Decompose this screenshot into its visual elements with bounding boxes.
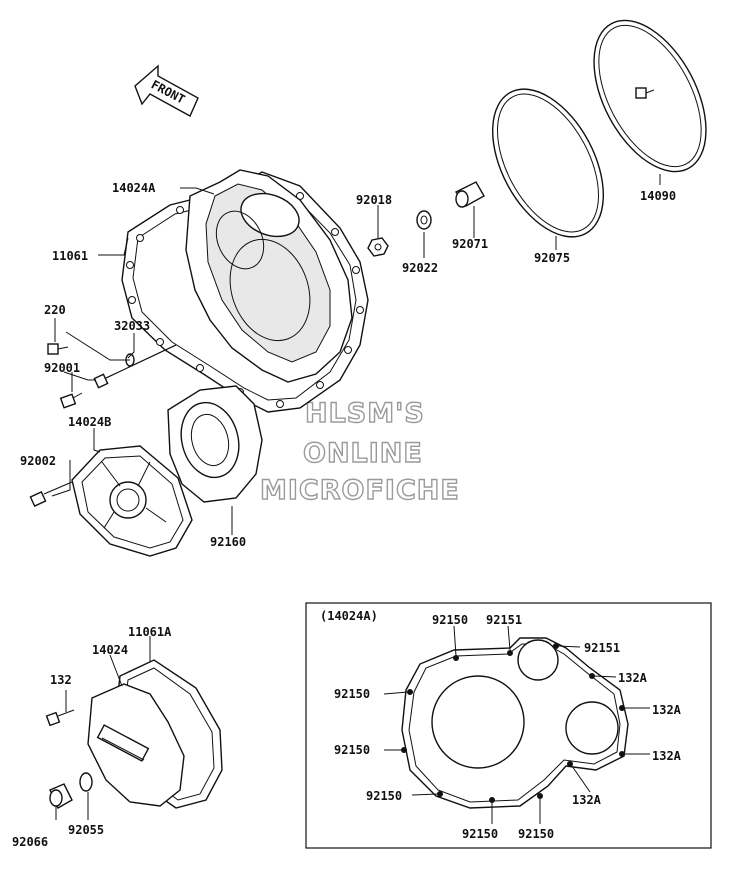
label-14024b: 14024B (68, 415, 111, 429)
cover-14024b (71, 445, 193, 557)
label-92002: 92002 (20, 454, 56, 468)
label-132: 132 (50, 673, 72, 687)
washer-92022 (416, 210, 432, 230)
label-92066: 92066 (12, 835, 48, 849)
label-32033: 32033 (114, 319, 150, 333)
bolt-92002 (29, 481, 73, 507)
cover-14024a-main (185, 169, 353, 383)
inset-label-132a-2: 132A (652, 703, 682, 717)
watermark-line-1: HLSM'S (305, 398, 425, 429)
inset-label-132a-1: 132A (618, 671, 648, 685)
cover-14024 (87, 683, 185, 807)
label-92075: 92075 (534, 251, 570, 265)
label-92001: 92001 (44, 361, 80, 375)
inset-label-92150-left-2: 92150 (334, 743, 370, 757)
label-11061: 11061 (52, 249, 88, 263)
watermark-line-3: MICROFICHE (260, 475, 460, 506)
label-92160: 92160 (210, 535, 246, 549)
inset-label-92150-bottom-2: 92150 (518, 827, 554, 841)
label-11061a: 11061A (128, 625, 172, 639)
inset-label-92151-top: 92151 (486, 613, 522, 627)
bolt-92001-b (59, 392, 83, 409)
oring-92055 (79, 772, 93, 792)
plate-92160 (167, 385, 263, 503)
cap-14090 (593, 19, 707, 173)
label-92071: 92071 (452, 237, 488, 251)
inset-label-132a-4: 132A (572, 793, 602, 807)
label-92018: 92018 (356, 193, 392, 207)
label-92022: 92022 (402, 261, 438, 275)
inset-label-92150-bottom-1: 92150 (462, 827, 498, 841)
nut-92018 (367, 237, 389, 257)
label-14024a: 14024A (112, 181, 156, 195)
plug-92071 (454, 181, 485, 208)
inset-label-132a-3: 132A (652, 749, 682, 763)
label-14024: 14024 (92, 643, 128, 657)
watermark-line-2: ONLINE (303, 438, 423, 469)
bolt-132 (45, 709, 75, 727)
bolt-220 (47, 343, 69, 355)
front-direction-arrow: FRONT (134, 64, 199, 117)
inset-label-92151-right: 92151 (584, 641, 620, 655)
inset-label-92150-left-1: 92150 (334, 687, 370, 701)
oring-92075 (491, 88, 605, 238)
label-220: 220 (44, 303, 66, 317)
inset-leader-lines (383, 625, 650, 824)
pin-32033 (105, 344, 177, 379)
plug-92066 (49, 783, 73, 809)
bolt-92001-a (93, 373, 109, 389)
inset-label-92150-top: 92150 (432, 613, 468, 627)
leader-lines (51, 174, 661, 820)
watermark: HLSM'S ONLINE MICROFICHE (259, 397, 460, 506)
inset-title: (14024A) (320, 609, 378, 623)
inset-label-92150-left-3: 92150 (366, 789, 402, 803)
label-14090: 14090 (640, 189, 676, 203)
inset-14024a (305, 602, 712, 849)
label-92055: 92055 (68, 823, 104, 837)
